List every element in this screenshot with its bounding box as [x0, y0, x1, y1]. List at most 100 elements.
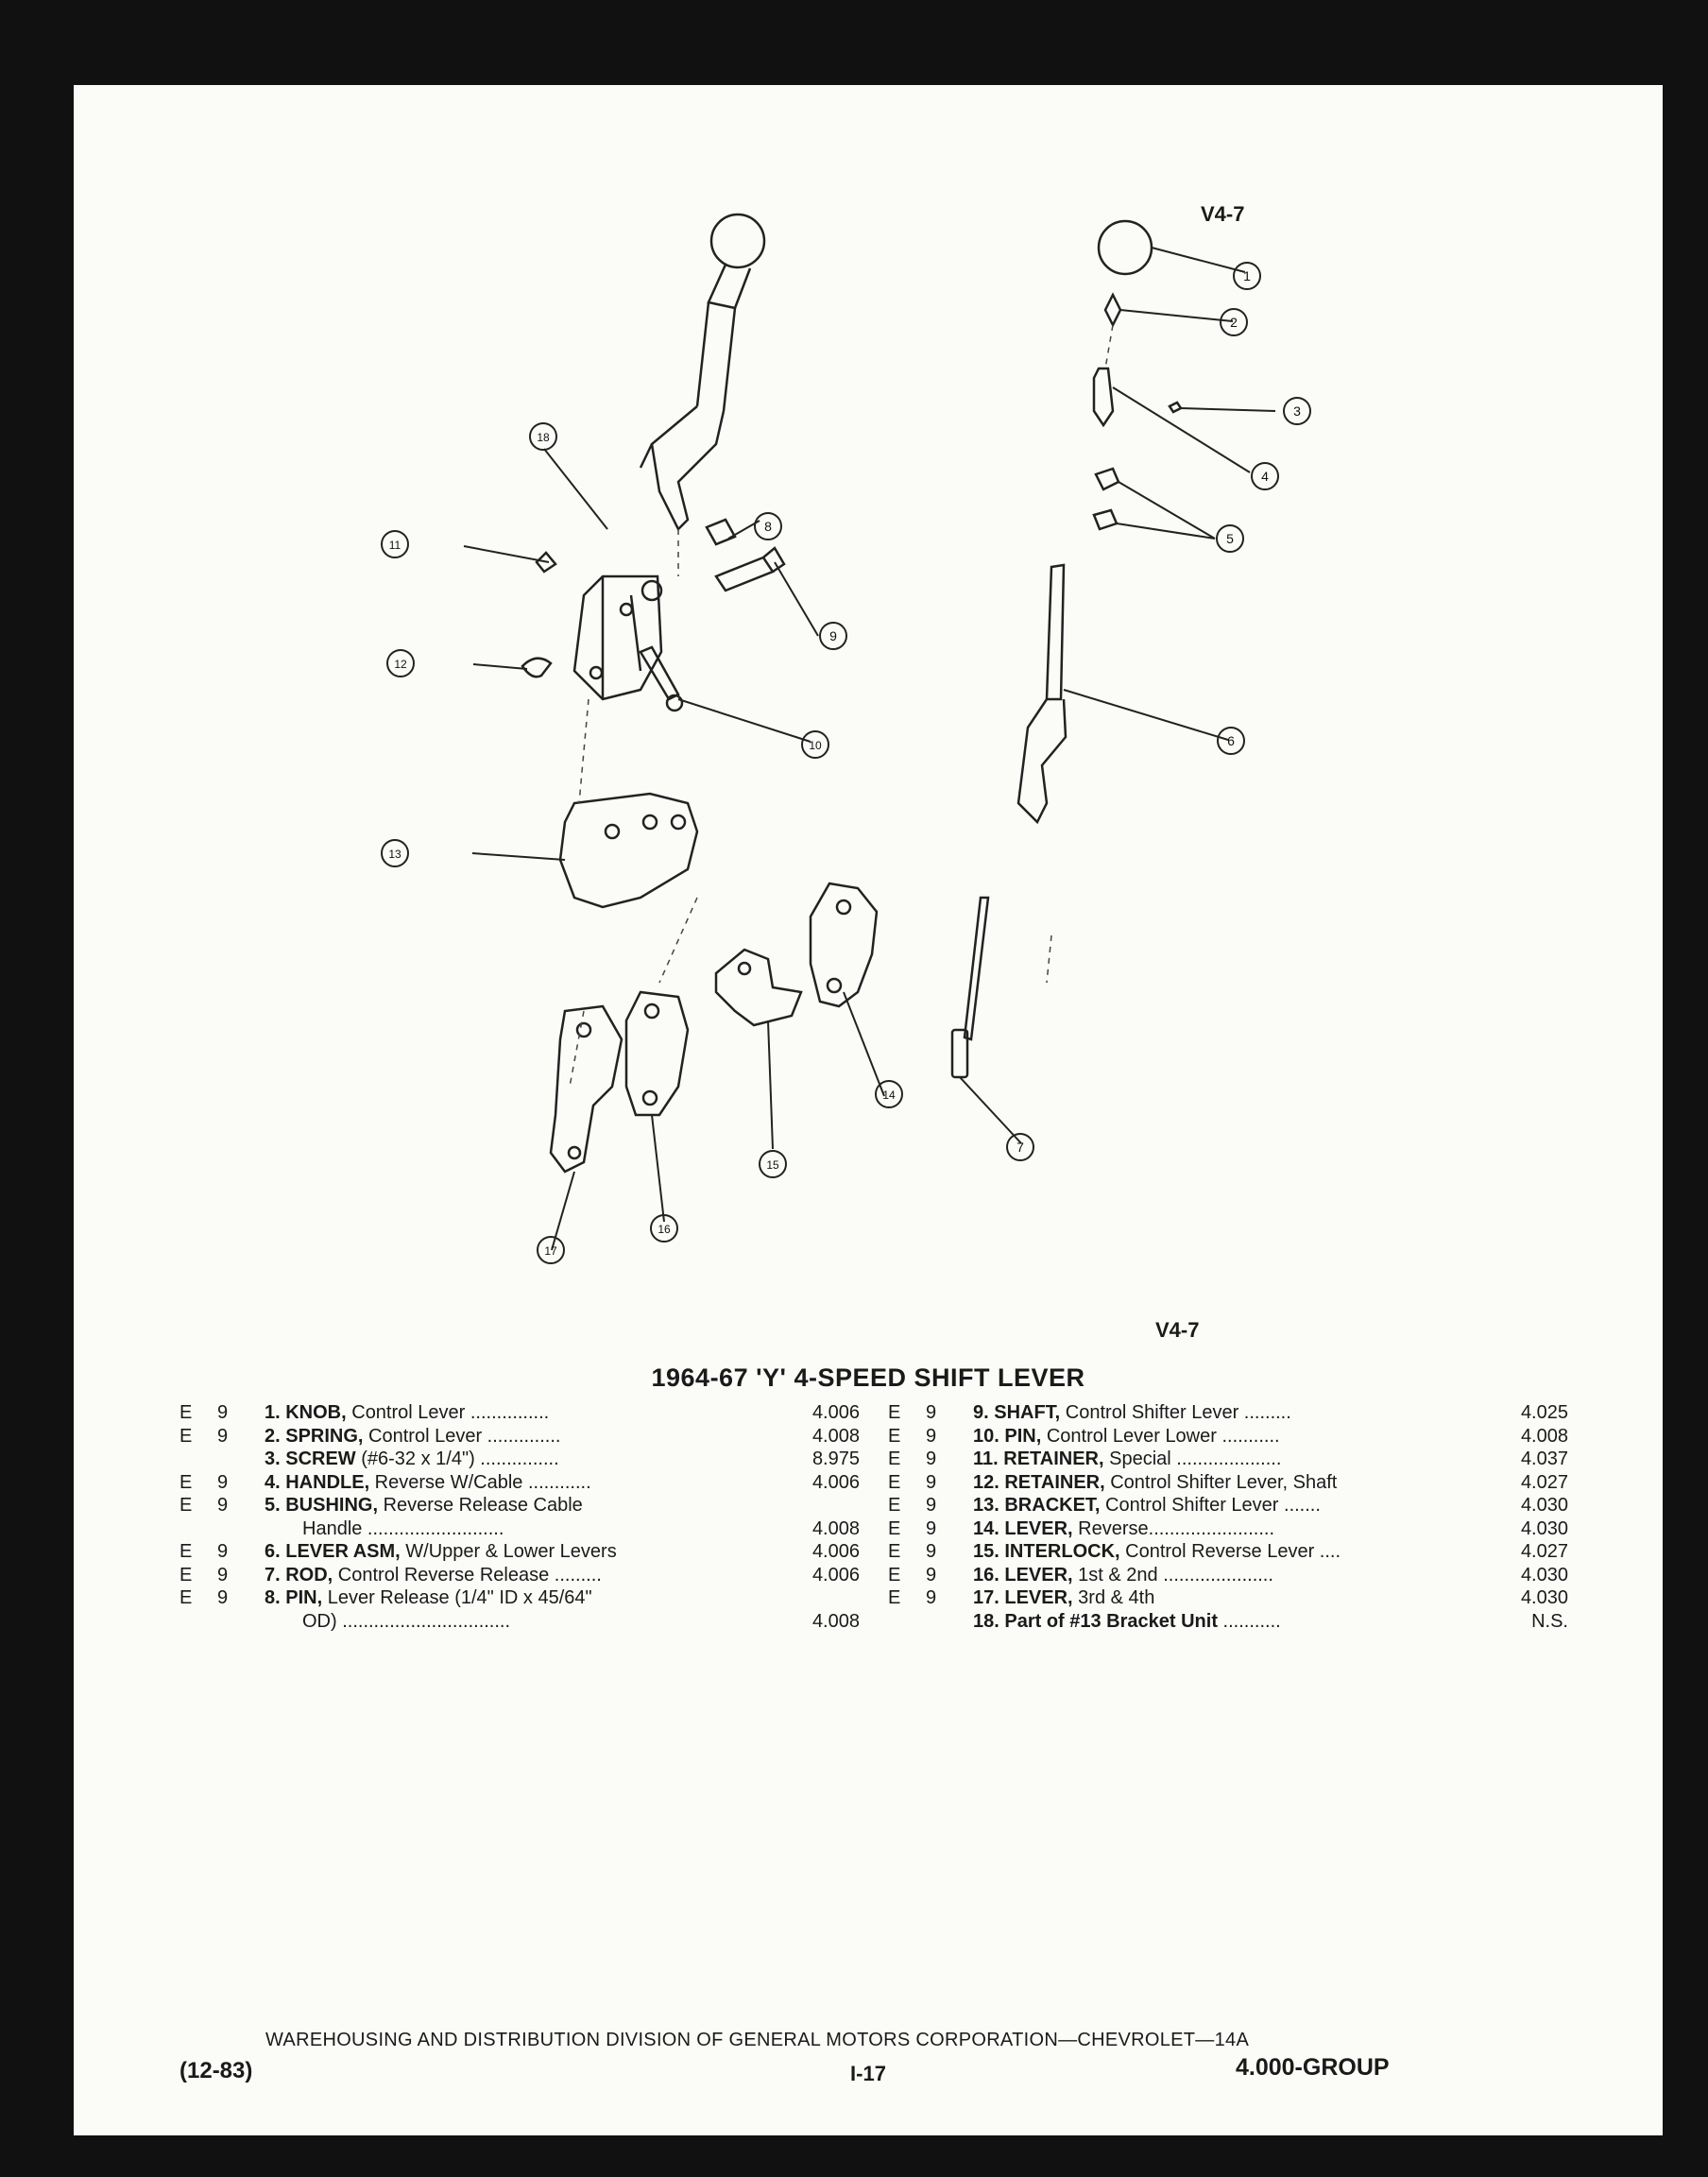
callout-17: 17 [544, 1244, 557, 1258]
part-description: 4. HANDLE, Reverse W/Cable ............ [265, 1471, 699, 1495]
parts-list-row: Handle .......................... 4.008 [179, 1517, 926, 1541]
source-code: E [179, 1471, 193, 1493]
callout-6: 6 [1227, 733, 1235, 748]
group-code: 9 [926, 1495, 937, 1516]
part-detail: Control Shifter Lever ....... [1100, 1495, 1321, 1516]
part-description: 7. ROD, Control Reverse Release ........… [265, 1564, 699, 1587]
part-name: 6. LEVER ASM, [265, 1541, 401, 1562]
parts-list-row: E 9 2. SPRING, Control Lever .............… [179, 1425, 926, 1448]
part-name: 13. BRACKET, [973, 1495, 1101, 1516]
callout-1: 1 [1243, 268, 1251, 283]
part-name: 5. BUSHING, [265, 1495, 379, 1516]
callout-2: 2 [1230, 315, 1238, 330]
group-number: 4.006 [811, 1402, 860, 1423]
source-code: E [888, 1448, 901, 1469]
part-detail: Reverse Release Cable [378, 1495, 583, 1516]
part-description: 14. LEVER, Reverse......................… [973, 1517, 1417, 1541]
group-number: 4.025 [1520, 1402, 1568, 1423]
part-detail: Control Shifter Lever ......... [1060, 1402, 1291, 1423]
footer-page-number: I-17 [850, 2062, 886, 2085]
source-code: E [888, 1495, 901, 1516]
group-number: 4.008 [811, 1610, 860, 1632]
part-name: 15. INTERLOCK, [973, 1541, 1120, 1562]
source-code: E [888, 1425, 901, 1447]
group-code: 9 [926, 1471, 937, 1493]
part-name: 7. ROD, [265, 1564, 333, 1586]
part-name: 18. Part of #13 Bracket Unit [973, 1610, 1218, 1632]
callout-5: 5 [1226, 531, 1234, 546]
part-detail: Control Lever ............... [346, 1402, 550, 1423]
source-code: E [179, 1587, 193, 1608]
parts-list-row: E 9 13. BRACKET, Control Shifter Lever ...… [888, 1494, 1634, 1517]
group-code: 9 [926, 1541, 937, 1562]
parts-list-row: E 9 10. PIN, Control Lever Lower .........… [888, 1425, 1634, 1448]
part-detail: Lever Release (1/4" ID x 45/64" [322, 1587, 592, 1608]
callout-14: 14 [882, 1088, 896, 1102]
group-code: 9 [926, 1425, 937, 1447]
part-detail: Control Reverse Lever .... [1119, 1541, 1341, 1562]
callout-10: 10 [809, 739, 822, 752]
group-number: 8.975 [811, 1448, 860, 1469]
callout-7: 7 [1016, 1140, 1024, 1155]
callout-15: 15 [766, 1158, 779, 1172]
part-name: 17. LEVER, [973, 1587, 1073, 1608]
source-code: E [179, 1541, 193, 1562]
parts-list-row: 3. SCREW (#6-32 x 1/4") ............... 8… [179, 1448, 926, 1471]
part-detail: OD) ................................ [302, 1610, 511, 1632]
part-description: 15. INTERLOCK, Control Reverse Lever ...… [973, 1540, 1417, 1564]
source-code: E [179, 1564, 193, 1586]
group-number: 4.030 [1520, 1517, 1568, 1539]
catalog-page: 1 2 3 4 5 6 7 8 9 10 11 12 13 14 15 16 1… [74, 85, 1663, 2135]
group-code: 9 [926, 1517, 937, 1539]
callout-9: 9 [829, 628, 837, 643]
group-number: 4.030 [1520, 1495, 1568, 1516]
parts-list-row: E 9 8. PIN, Lever Release (1/4" ID x 45/64… [179, 1586, 926, 1610]
source-code: E [179, 1495, 193, 1516]
group-number: N.S. [1531, 1610, 1568, 1632]
group-code: 9 [217, 1587, 229, 1608]
group-number: 4.006 [811, 1564, 860, 1586]
part-description: Handle .......................... [302, 1517, 737, 1541]
group-code: 9 [926, 1587, 937, 1608]
part-description: 3. SCREW (#6-32 x 1/4") ............... [265, 1448, 699, 1471]
part-name: 16. LEVER, [973, 1564, 1073, 1586]
part-detail: Special .................... [1103, 1448, 1282, 1469]
group-number: 4.037 [1520, 1448, 1568, 1469]
part-name: 14. LEVER, [973, 1517, 1073, 1539]
part-description: 2. SPRING, Control Lever .............. [265, 1425, 699, 1448]
group-code: 9 [926, 1564, 937, 1586]
callout-8: 8 [764, 519, 772, 534]
part-description: 16. LEVER, 1st & 2nd ...................… [973, 1564, 1417, 1587]
group-code: 9 [217, 1425, 229, 1447]
group-number: 4.027 [1520, 1541, 1568, 1562]
part-name: 2. SPRING, [265, 1425, 364, 1447]
parts-list-row: E 9 7. ROD, Control Reverse Release ......… [179, 1564, 926, 1587]
diagram-label-top: V4-7 [1201, 202, 1245, 226]
group-number: 4.008 [811, 1517, 860, 1539]
group-code: 9 [217, 1541, 229, 1562]
group-number: 4.006 [811, 1471, 860, 1493]
part-detail: Reverse W/Cable ............ [369, 1471, 591, 1493]
part-description: 10. PIN, Control Lever Lower ........... [973, 1425, 1417, 1448]
part-description: 6. LEVER ASM, W/Upper & Lower Levers [265, 1540, 699, 1564]
part-description: 11. RETAINER, Special ..................… [973, 1448, 1417, 1471]
exploded-parts-diagram: 1 2 3 4 5 6 7 8 9 10 11 12 13 14 15 16 1… [381, 213, 1311, 1264]
source-code: E [888, 1471, 901, 1493]
part-name: 8. PIN, [265, 1587, 323, 1608]
part-description: 13. BRACKET, Control Shifter Lever .....… [973, 1494, 1417, 1517]
part-description: 5. BUSHING, Reverse Release Cable [265, 1494, 699, 1517]
footer-date: (12-83) [179, 2058, 253, 2083]
part-detail: Control Lever .............. [363, 1425, 561, 1447]
footer-division: WAREHOUSING AND DISTRIBUTION DIVISION OF… [265, 2030, 1250, 2050]
part-name: 9. SHAFT, [973, 1402, 1061, 1423]
part-detail: W/Upper & Lower Levers [400, 1541, 617, 1562]
group-code: 9 [217, 1564, 229, 1586]
part-name: 11. RETAINER, [973, 1448, 1104, 1469]
